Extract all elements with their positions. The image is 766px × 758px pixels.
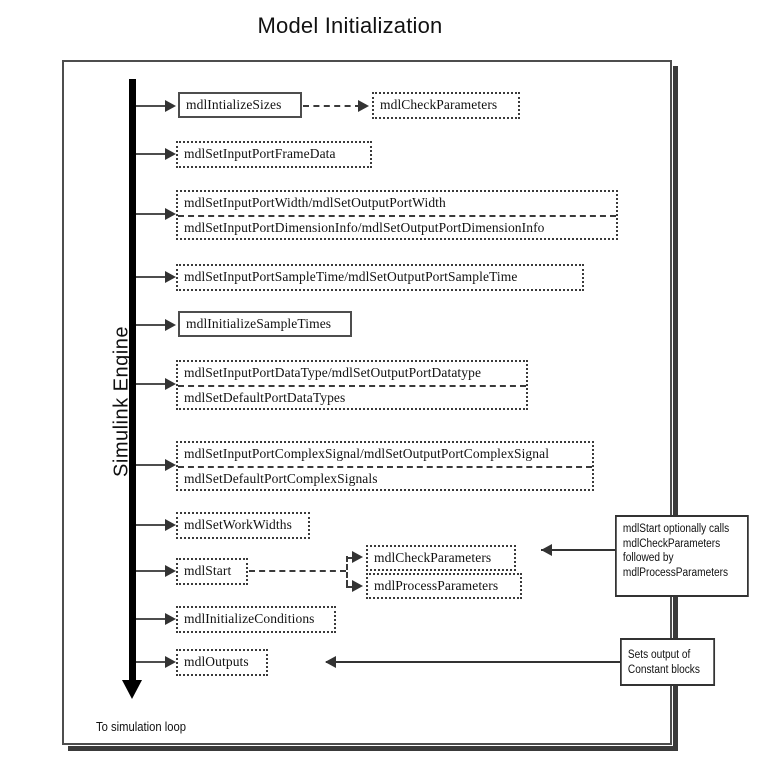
node-label: mdlProcessParameters xyxy=(374,577,499,593)
node-mdl-initialize-sample-times[interactable]: mdlInitializeSampleTimes xyxy=(178,311,352,337)
connector-line-10 xyxy=(136,618,167,620)
arrowhead-icon-9 xyxy=(165,565,176,577)
connector-line-8 xyxy=(136,524,167,526)
node-label-line-1: mdlSetInputPortDataType/mdlSetOutputPort… xyxy=(184,365,482,381)
call-line-initialize-sizes-to-check-parameters xyxy=(303,105,361,107)
connector-line-1 xyxy=(136,105,167,107)
callout-arrowhead-icon-constant-blocks xyxy=(325,656,336,668)
node-label: mdlCheckParameters xyxy=(380,97,498,113)
callout-mdl-start: mdlStart optionally calls mdlCheckParame… xyxy=(615,515,749,597)
arrowhead-icon-5 xyxy=(165,319,176,331)
connector-line-3 xyxy=(136,213,167,215)
frame-shadow-bottom xyxy=(68,746,678,751)
engine-timeline-arrowhead-icon xyxy=(122,680,142,699)
node-label-line-1: mdlSetInputPortComplexSignal/mdlSetOutpu… xyxy=(184,446,550,462)
node-mdl-initialize-conditions[interactable]: mdlInitializeConditions xyxy=(176,606,336,633)
arrowhead-icon-call-1 xyxy=(358,100,369,112)
call-branch-upper xyxy=(346,557,356,559)
connector-line-4 xyxy=(136,276,167,278)
connector-line-5 xyxy=(136,324,167,326)
arrowhead-icon-11 xyxy=(165,656,176,668)
connector-line-6 xyxy=(136,383,167,385)
connector-line-11 xyxy=(136,661,167,663)
arrowhead-icon-1 xyxy=(165,100,176,112)
arrowhead-icon-7 xyxy=(165,459,176,471)
node-mdl-set-port-data-type[interactable]: mdlSetInputPortDataType/mdlSetOutputPort… xyxy=(176,360,528,410)
node-mdl-initialize-sizes[interactable]: mdlIntializeSizes xyxy=(178,92,302,118)
connector-line-7 xyxy=(136,464,167,466)
node-label-line-1: mdlSetInputPortWidth/mdlSetOutputPortWid… xyxy=(184,195,446,211)
connector-line-9 xyxy=(136,570,167,572)
page-title: Model Initialization xyxy=(257,13,443,38)
node-label: mdlOutputs xyxy=(184,654,249,670)
node-mdl-check-parameters-top[interactable]: mdlCheckParameters xyxy=(372,92,520,119)
call-branch-lower xyxy=(346,586,356,588)
node-mdl-process-parameters[interactable]: mdlProcessParameters xyxy=(366,573,522,599)
callout-line-mdl-start xyxy=(541,549,617,551)
arrowhead-icon-6 xyxy=(165,378,176,390)
node-label-line-2: mdlSetInputPortDimensionInfo/mdlSetOutpu… xyxy=(178,215,616,240)
node-mdl-set-port-width[interactable]: mdlSetInputPortWidth/mdlSetOutputPortWid… xyxy=(176,190,618,240)
arrowhead-icon-10 xyxy=(165,613,176,625)
frame-shadow-right xyxy=(673,66,678,751)
arrowhead-icon-call-process-parameters xyxy=(352,580,363,592)
node-label: mdlSetWorkWidths xyxy=(184,517,292,533)
node-mdl-set-work-widths[interactable]: mdlSetWorkWidths xyxy=(176,512,310,539)
node-label: mdlInitializeConditions xyxy=(184,611,315,627)
callout-line-constant-blocks xyxy=(326,661,620,663)
node-label: mdlCheckParameters xyxy=(374,549,492,565)
arrowhead-icon-3 xyxy=(165,208,176,220)
arrowhead-icon-8 xyxy=(165,519,176,531)
node-mdl-set-port-complex-signal[interactable]: mdlSetInputPortComplexSignal/mdlSetOutpu… xyxy=(176,441,594,491)
node-label: mdlSetInputPortFrameData xyxy=(184,146,336,162)
node-label: mdlInitializeSampleTimes xyxy=(186,315,332,331)
connector-line-2 xyxy=(136,153,167,155)
node-mdl-set-input-port-frame-data[interactable]: mdlSetInputPortFrameData xyxy=(176,141,372,168)
arrowhead-icon-2 xyxy=(165,148,176,160)
arrowhead-icon-4 xyxy=(165,271,176,283)
node-label-line-2: mdlSetDefaultPortComplexSignals xyxy=(178,466,592,491)
node-mdl-check-parameters-start[interactable]: mdlCheckParameters xyxy=(366,545,516,571)
engine-timeline-spine xyxy=(129,79,136,684)
call-branch-vertical xyxy=(346,556,348,586)
node-label-line-2: mdlSetDefaultPortDataTypes xyxy=(178,385,526,410)
call-line-mdl-start xyxy=(249,570,346,572)
node-mdl-set-port-sample-time[interactable]: mdlSetInputPortSampleTime/mdlSetOutputPo… xyxy=(176,264,584,291)
node-label: mdlIntializeSizes xyxy=(186,96,282,112)
node-mdl-outputs[interactable]: mdlOutputs xyxy=(176,649,268,676)
node-label: mdlSetInputPortSampleTime/mdlSetOutputPo… xyxy=(184,269,518,285)
callout-arrowhead-icon-mdl-start xyxy=(541,544,552,556)
arrowhead-icon-call-check-parameters xyxy=(352,551,363,563)
footer-note: To simulation loop xyxy=(96,720,187,734)
node-label: mdlStart xyxy=(184,563,232,579)
callout-constant-blocks: Sets output of Constant blocks xyxy=(620,638,716,686)
node-mdl-start[interactable]: mdlStart xyxy=(176,558,248,585)
